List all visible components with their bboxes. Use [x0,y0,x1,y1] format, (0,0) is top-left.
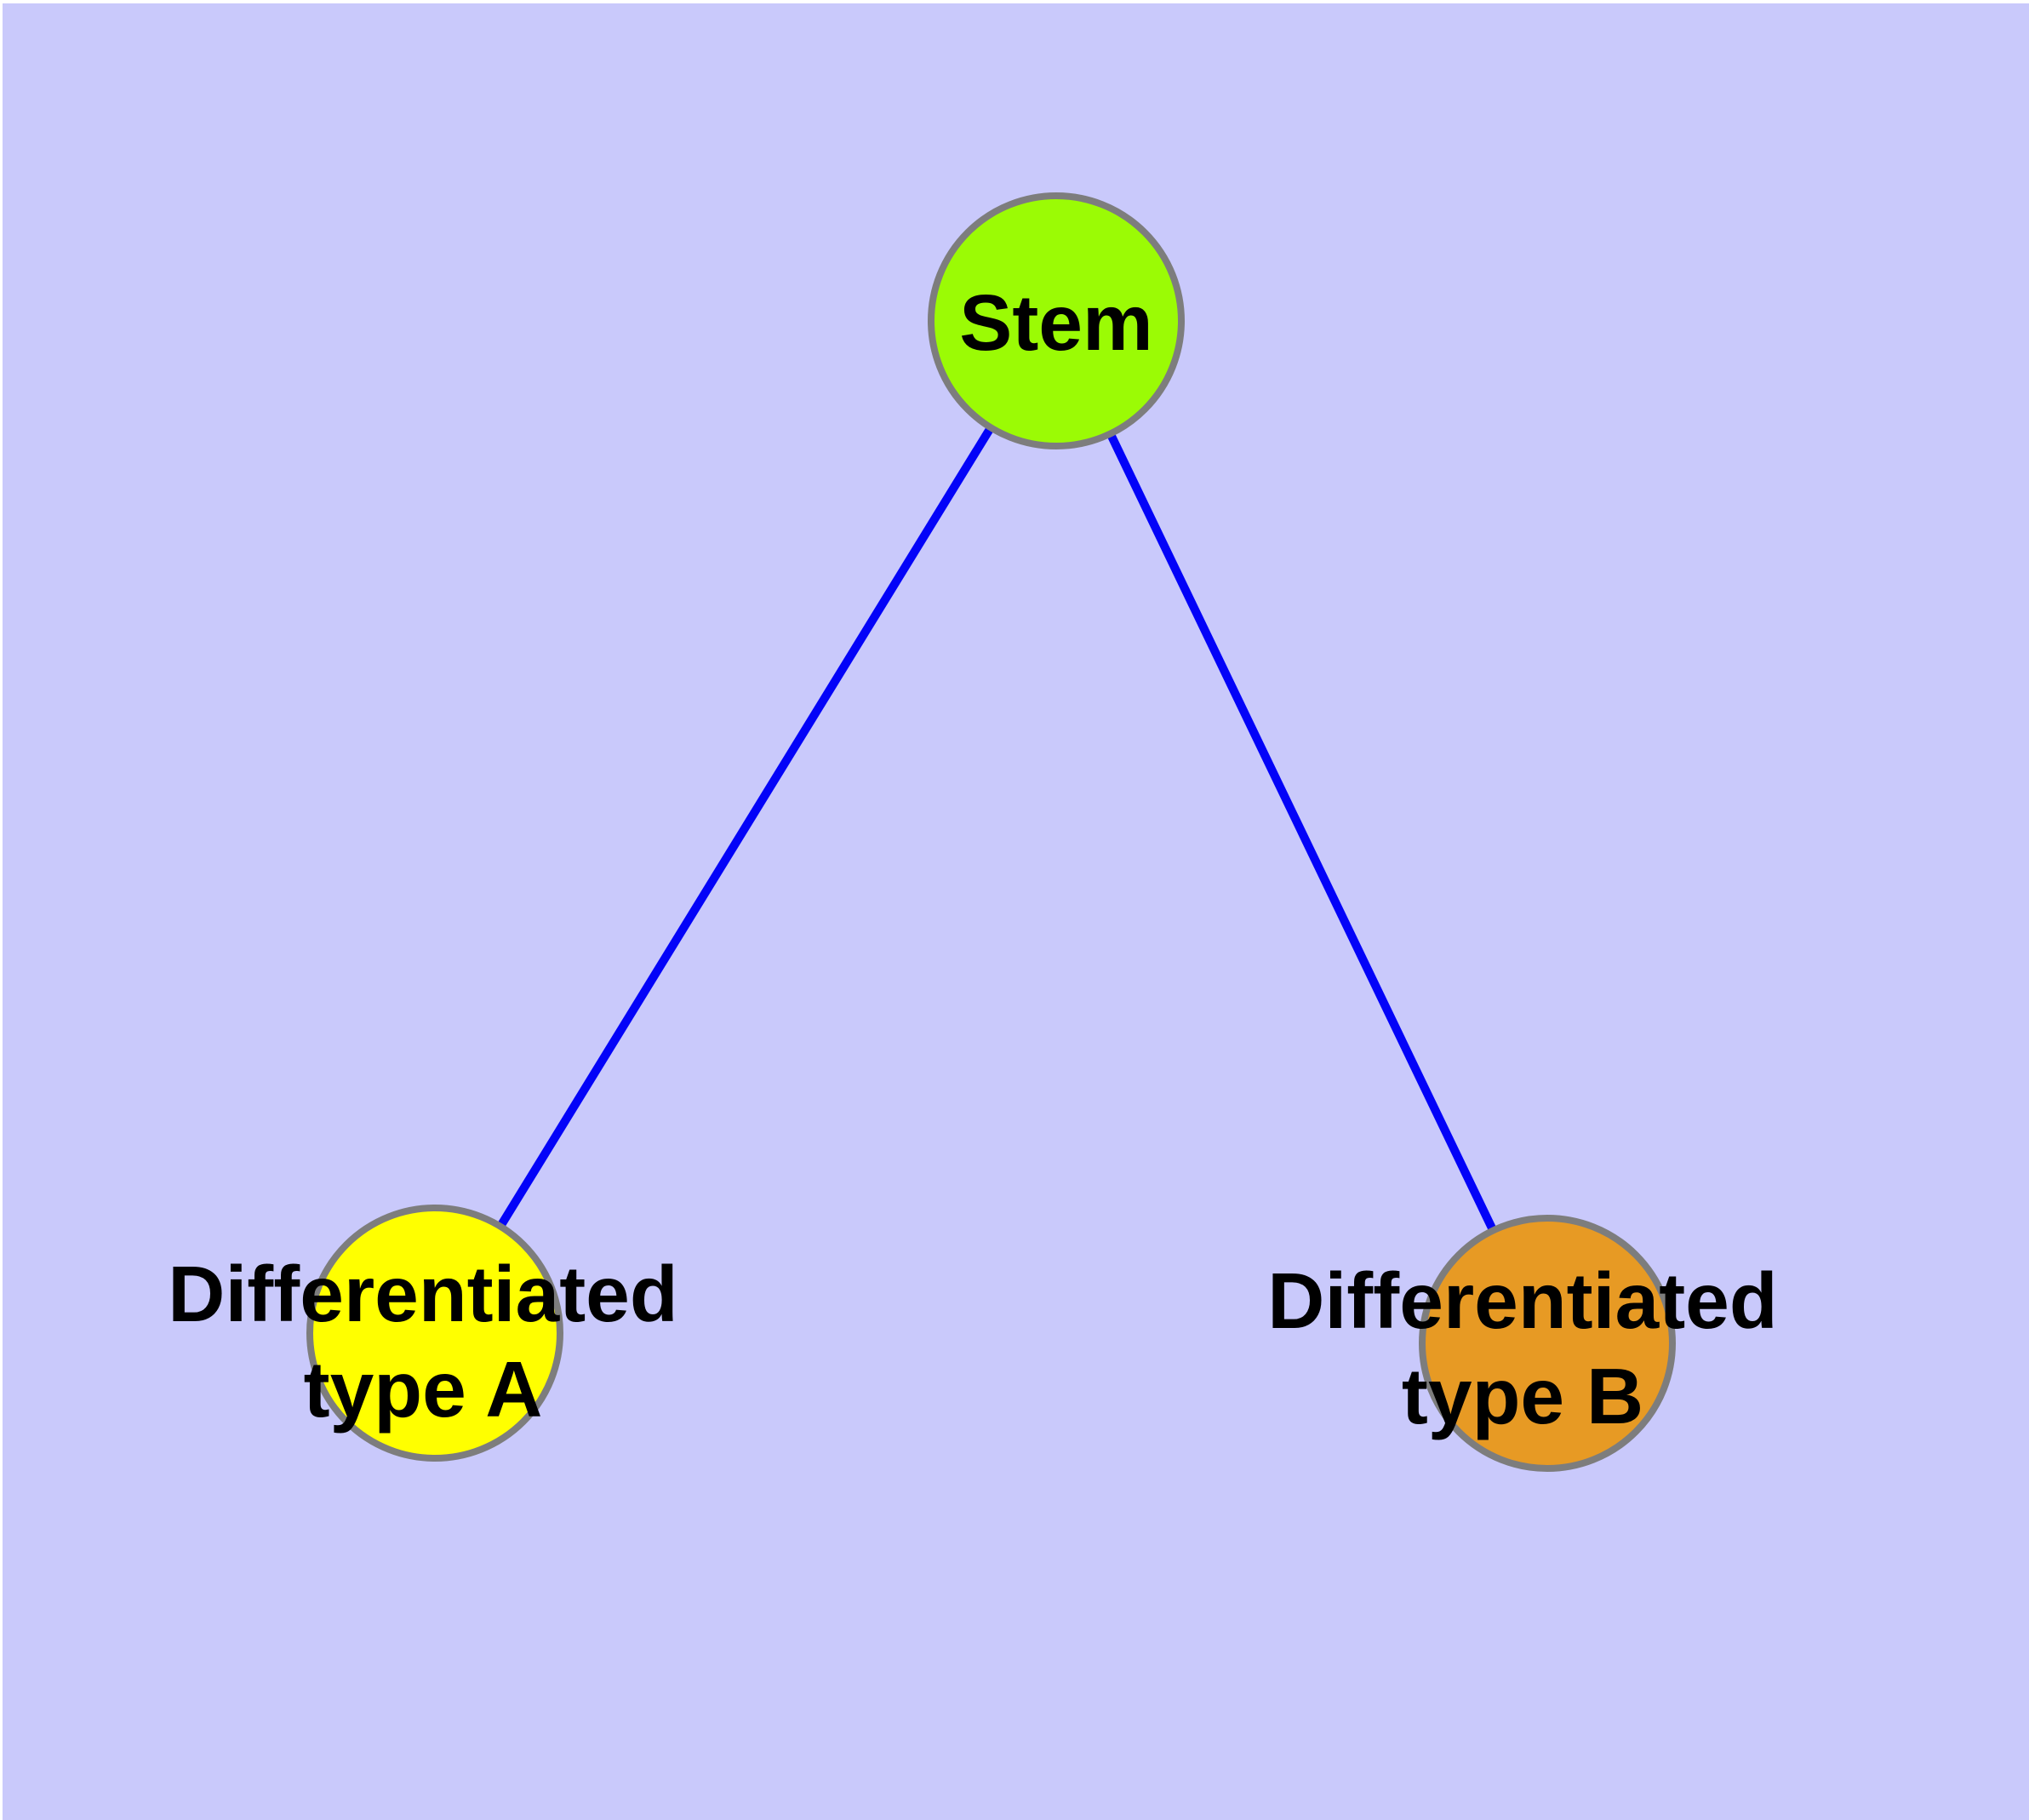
node-stem-label-line: Stem [959,278,1153,367]
node-stem-label: Stem [959,275,1152,370]
diagram-background: Stem Differentiated type A Differentiate… [3,3,2029,1820]
edge-stem-to-type-b [1052,318,1552,1346]
node-differentiated-type-a-label-line1: Differentiated [168,1250,678,1338]
node-differentiated-type-a-label: Differentiated type A [168,1246,677,1437]
edge-layer [431,318,1552,1346]
node-stem-circle [928,192,1185,449]
node-differentiated-type-b-label-line2: type B [1401,1352,1644,1440]
node-differentiated-type-a-label-line2: type A [303,1345,543,1434]
node-differentiated-type-b-circle [1419,1215,1676,1472]
edge-stem-to-type-a [431,318,1060,1336]
node-differentiated-type-b-label: Differentiated type B [1267,1253,1777,1444]
node-differentiated-type-b-label-line1: Differentiated [1267,1256,1778,1345]
node-differentiated-type-a-circle [306,1205,563,1462]
